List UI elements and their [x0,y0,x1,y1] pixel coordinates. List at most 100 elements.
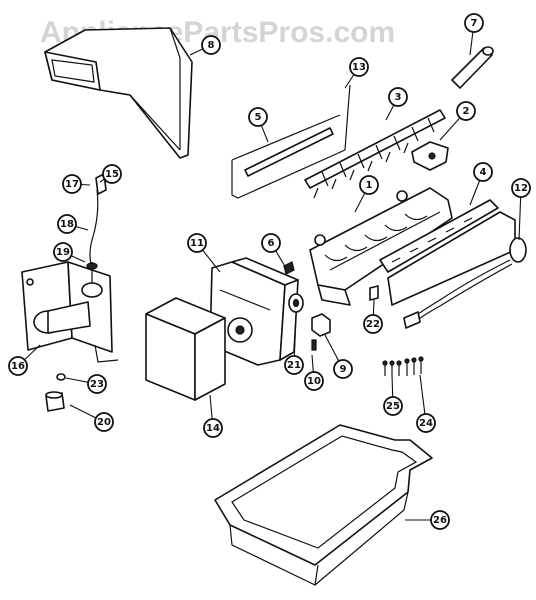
callout-leader-21 [293,314,297,357]
callout-circle-8 [201,35,221,55]
callout-label-2: 2 [463,106,470,117]
callout-leader-12 [518,196,522,241]
callout-18: 18 [57,214,89,234]
callout-circle-22 [363,314,383,334]
callout-19: 19 [53,242,86,263]
part-14-cover [145,297,226,401]
callout-21: 21 [284,314,304,375]
callout-7: 7 [464,13,484,56]
callout-leader-4 [469,180,481,206]
callout-5: 5 [248,107,269,143]
callout-circle-17 [62,174,82,194]
callout-22: 22 [363,299,383,334]
callout-circle-10 [304,371,324,391]
callout-label-13: 13 [352,62,366,73]
callout-leader-20 [69,404,97,419]
part-18-fill-tube [89,189,99,269]
callout-circle-18 [57,214,77,234]
callout-circle-2 [456,101,476,121]
callout-17: 17 [62,174,91,194]
part-3-ejector [304,109,446,199]
callout-12: 12 [511,178,531,241]
callout-leader-11 [202,249,221,273]
callout-leader-7 [469,31,474,56]
part-23-nut [56,373,66,381]
callout-circle-1 [359,175,379,195]
part-26-ice-bin [214,424,433,586]
part-9-block [311,313,331,337]
callout-leader-16 [24,344,41,361]
callout-leader-9 [324,334,340,362]
callout-circle-20 [94,412,114,432]
callout-leader-17 [80,183,91,186]
callout-circle-6 [261,233,281,253]
callout-leader-8 [189,48,204,56]
callout-label-6: 6 [268,238,275,249]
callout-label-3: 3 [395,92,402,103]
callout-circle-26 [430,510,450,530]
callout-2: 2 [439,101,476,141]
callout-leader-24 [419,374,426,415]
part-2-bracket [411,141,449,171]
callout-leader-25 [391,374,394,398]
callout-label-22: 22 [366,319,380,330]
part-19-clamp-ring [86,262,98,270]
callout-label-9: 9 [340,364,347,375]
callout-label-1: 1 [366,180,373,191]
part-4-rail [379,199,499,273]
callout-26: 26 [405,510,450,530]
callout-leader-13 [344,74,355,89]
part-20-fitting [45,391,65,412]
callout-circle-19 [53,242,73,262]
callout-label-11: 11 [190,238,204,249]
callout-label-17: 17 [65,179,79,190]
callout-label-23: 23 [90,379,104,390]
callout-circle-14 [203,418,223,438]
part-8-fill-cup [44,27,193,159]
part-7-tube [451,46,494,89]
callout-label-20: 20 [97,417,111,428]
callout-11: 11 [187,233,221,273]
part-6-screw [283,261,295,275]
part-5-rod [244,127,334,177]
callout-label-8: 8 [208,40,215,51]
callout-label-4: 4 [480,167,487,178]
callout-1: 1 [354,175,379,213]
callout-circle-25 [383,396,403,416]
callout-13: 13 [344,57,369,89]
callout-leader-1 [354,192,366,213]
callout-label-16: 16 [11,361,25,372]
part-24-screws [404,356,424,376]
part-21-gear [288,293,304,313]
callout-leader-22 [372,299,375,316]
callout-circle-11 [187,233,207,253]
part-22-clip [369,285,379,301]
part-16-water-valve [21,261,119,363]
callout-circle-3 [388,87,408,107]
callout-label-12: 12 [514,183,528,194]
callout-label-24: 24 [419,418,433,429]
callout-label-15: 15 [105,169,119,180]
callout-circle-4 [473,162,493,182]
callout-circle-21 [284,355,304,375]
callout-10: 10 [304,354,324,391]
callout-14: 14 [203,394,223,438]
callout-circle-23 [87,374,107,394]
callout-circle-5 [248,107,268,127]
callout-label-14: 14 [206,423,220,434]
part-10-pin [311,339,317,351]
callout-circle-16 [8,356,28,376]
callout-circle-12 [511,178,531,198]
part-13-shutoff-arm [231,84,351,199]
callout-8: 8 [189,35,221,56]
callout-leader-10 [311,354,314,373]
callout-circle-7 [464,13,484,33]
callout-label-5: 5 [255,112,262,123]
callout-25: 25 [383,374,403,416]
callout-9: 9 [324,334,353,379]
callout-circle-9 [333,359,353,379]
callout-label-26: 26 [433,515,447,526]
callout-16: 16 [8,344,41,376]
callout-label-10: 10 [307,376,321,387]
